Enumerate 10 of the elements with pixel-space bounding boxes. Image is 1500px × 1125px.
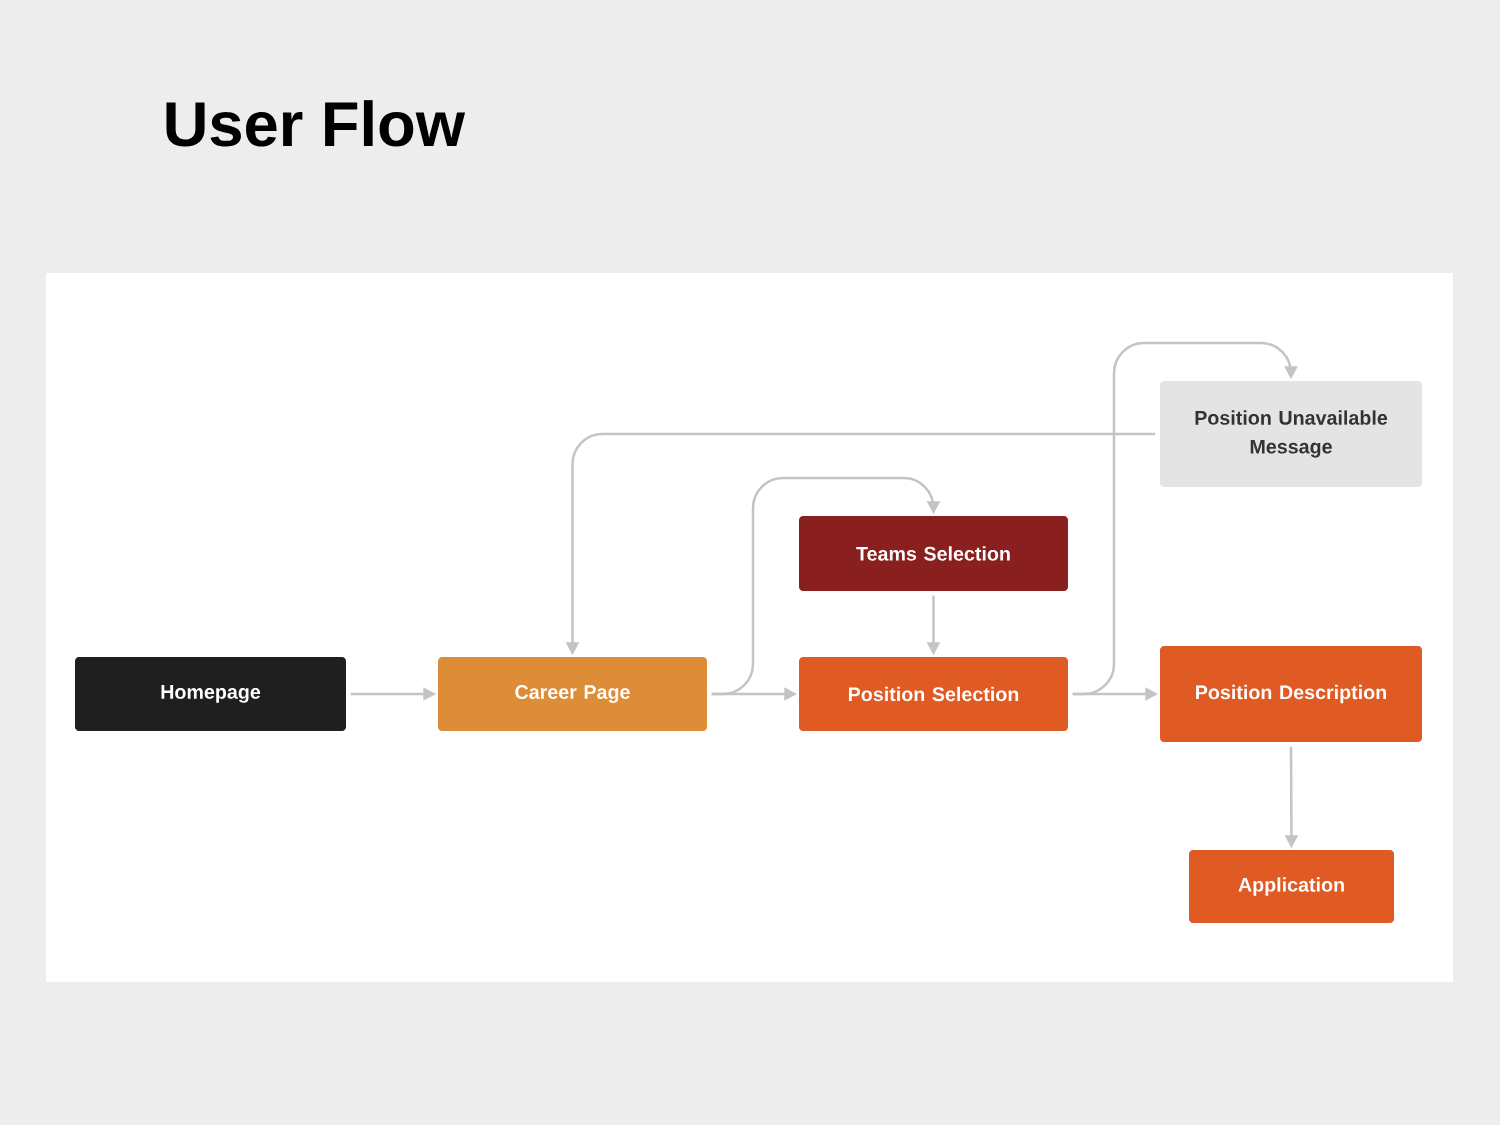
process-box: Application	[1189, 850, 1394, 923]
process-box: Career Page	[438, 657, 707, 731]
title: User Flow	[166, 100, 466, 147]
process-box: Homepage	[75, 657, 346, 731]
process-box: Position Unavailable Message	[1160, 381, 1422, 487]
arrow	[1072, 341, 1298, 696]
process-box: Teams Selection	[799, 516, 1068, 591]
process-box: Position Selection	[799, 657, 1068, 731]
process-box: Position Description	[1160, 646, 1422, 742]
arrow	[711, 476, 941, 696]
